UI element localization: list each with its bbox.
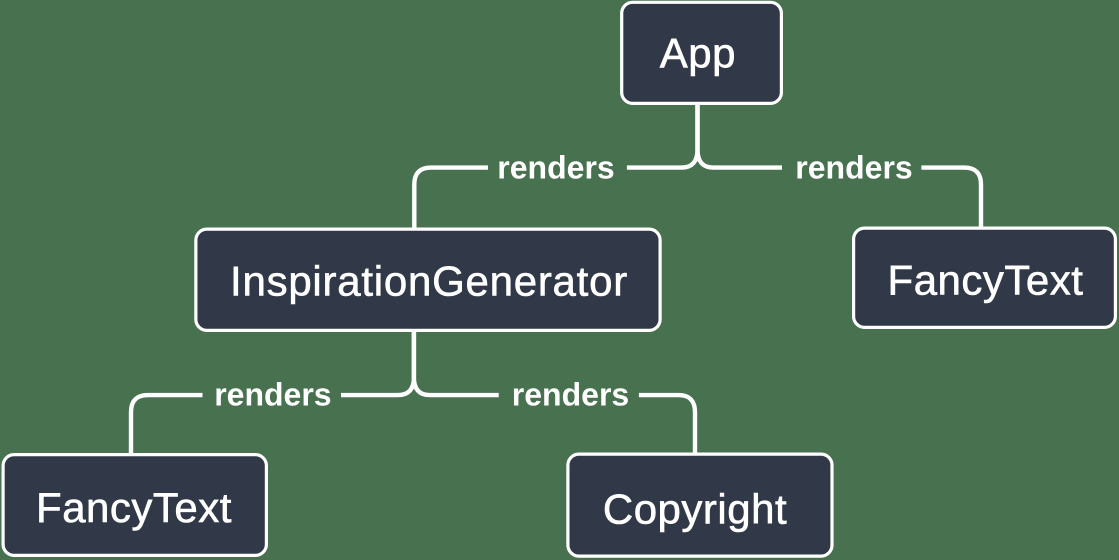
svg-text:FancyText: FancyText — [36, 484, 232, 531]
svg-text:App: App — [660, 30, 736, 77]
svg-text:Copyright: Copyright — [603, 486, 787, 533]
svg-text:FancyText: FancyText — [888, 257, 1084, 304]
svg-text:renders: renders — [214, 376, 331, 412]
svg-text:renders: renders — [795, 149, 912, 185]
svg-text:InspirationGenerator: InspirationGenerator — [230, 258, 628, 305]
svg-text:renders: renders — [497, 149, 614, 185]
svg-text:renders: renders — [512, 376, 629, 412]
